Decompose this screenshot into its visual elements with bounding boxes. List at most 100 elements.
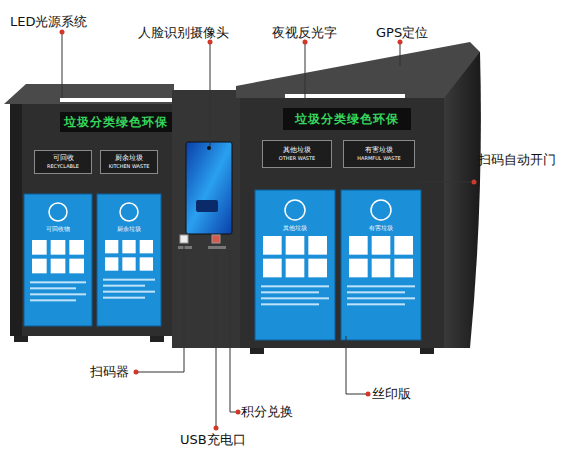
scanner — [180, 235, 188, 243]
small-print — [261, 291, 319, 293]
right-hood — [236, 42, 480, 98]
callout-label: 丝印版 — [372, 386, 411, 401]
callout-label: GPS定位 — [376, 25, 428, 40]
small-print — [347, 303, 405, 305]
waste-icon — [349, 259, 368, 278]
leader-line — [230, 250, 238, 412]
node-text: 有害垃圾 — [369, 224, 393, 232]
door-label: 有害垃圾 — [351, 223, 411, 233]
waste-icon — [69, 259, 84, 274]
cabinet-foot — [420, 348, 434, 354]
small-print — [30, 287, 76, 289]
door-label: 可回收物 — [30, 224, 86, 234]
callout-label: 积分兑换 — [241, 404, 293, 419]
leader-line — [346, 336, 368, 394]
callout-label: LED光源系统 — [10, 14, 87, 29]
node-text: 垃圾分类绿色环保 — [64, 114, 168, 131]
bin-sign: 可回收RECYCLABLE — [34, 150, 92, 174]
leader-dot — [366, 392, 371, 397]
node-text: 其他垃圾 — [283, 146, 311, 155]
node-text: 垃圾分类绿色环保 — [295, 111, 399, 128]
node-text: OTHER WASTE — [279, 155, 315, 162]
small-print — [261, 285, 329, 287]
leader-dot — [472, 180, 477, 185]
callout-label: 扫码自动开门 — [478, 152, 556, 167]
cabinet-foot — [14, 336, 28, 342]
node-text: 厨余垃圾 — [117, 225, 141, 233]
waste-icon — [349, 236, 368, 255]
small-print — [208, 246, 226, 249]
left-hood — [4, 84, 174, 104]
left-side-panel — [10, 104, 22, 336]
waste-icon — [32, 259, 47, 274]
leader-dot — [398, 40, 403, 45]
waste-icon — [263, 236, 282, 255]
sign-band: 垃圾分类绿色环保 — [283, 108, 411, 130]
led-strip — [60, 98, 172, 102]
led-strip — [285, 94, 405, 98]
node-text: 可回收物 — [46, 225, 70, 233]
waste-icon — [51, 240, 66, 255]
callout-label: 扫码器 — [90, 364, 129, 379]
leader-dot — [134, 370, 139, 375]
node-text: 厨余垃圾 — [115, 154, 143, 163]
left-cabinet — [10, 104, 174, 336]
node-text: KITCHEN WASTE — [109, 163, 150, 170]
bin-sign: 厨余垃圾KITCHEN WASTE — [100, 150, 158, 174]
leader-line — [305, 42, 306, 106]
leader-line — [62, 32, 63, 98]
leader-line — [400, 42, 401, 66]
small-print — [30, 299, 76, 301]
leader-line — [420, 182, 474, 183]
node-text: RECYCLABLE — [47, 163, 79, 170]
door-label: 其他垃圾 — [265, 223, 325, 233]
waste-icon — [105, 257, 118, 270]
bin-sign: 其他垃圾OTHER WASTE — [262, 140, 332, 168]
waste-icon — [286, 236, 305, 255]
node-text: 其他垃圾 — [283, 224, 307, 232]
small-print — [261, 297, 329, 299]
small-print — [30, 281, 86, 283]
waste-icon — [51, 259, 66, 274]
small-print — [103, 279, 155, 281]
small-print — [261, 303, 319, 305]
leader-dot — [236, 410, 241, 415]
node-text: 有害垃圾 — [365, 146, 393, 155]
sign-band: 垃圾分类绿色环保 — [60, 112, 172, 132]
small-print — [178, 246, 192, 249]
waste-icon — [394, 236, 413, 255]
waste-icon — [372, 236, 391, 255]
waste-icon — [105, 240, 118, 253]
small-print — [103, 285, 145, 287]
bin-door — [341, 190, 421, 340]
small-print — [347, 285, 415, 287]
waste-icon — [69, 240, 84, 255]
bin-icon — [371, 200, 391, 220]
waste-icon — [122, 240, 135, 253]
node-text: HARMFUL WASTE — [357, 155, 400, 162]
screen-button — [196, 200, 218, 212]
callout-label: 夜视反光字 — [272, 25, 337, 40]
waste-icon — [140, 240, 153, 253]
bin-icon — [49, 203, 67, 221]
cabinet-foot — [150, 336, 164, 342]
points-slot — [212, 235, 220, 243]
waste-icon — [308, 259, 327, 278]
small-print — [347, 297, 415, 299]
node-text: 可回收 — [53, 154, 74, 163]
bin-door — [97, 194, 161, 326]
door-label: 厨余垃圾 — [101, 224, 157, 234]
cabinet-foot — [250, 348, 264, 354]
right-side-panel — [444, 52, 481, 348]
leader-line — [210, 42, 211, 146]
callout-label: 人脸识别摄像头 — [138, 25, 229, 40]
right-cabinet — [240, 98, 444, 348]
leader-dot — [60, 30, 65, 35]
leader-line — [136, 244, 184, 372]
waste-icon — [308, 236, 327, 255]
waste-icon — [372, 259, 391, 278]
waste-icon — [394, 259, 413, 278]
small-print — [30, 293, 86, 295]
